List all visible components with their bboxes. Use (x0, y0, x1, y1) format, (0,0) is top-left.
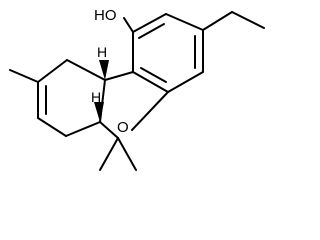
bond-methyl-gem-2 (117, 137, 137, 171)
bond-cyc-1 (66, 59, 106, 81)
molecule-drawing: HO O H H (9, 7, 265, 171)
bond-ar-1-inner (138, 23, 165, 39)
bond-methyl-gem-1 (99, 137, 119, 171)
stereo-h-bottom-label: H (91, 89, 101, 105)
hydroxyl-label: HO (94, 7, 117, 24)
bond-ar-5 (132, 71, 169, 93)
bond-ethyl-2 (231, 11, 265, 29)
stereo-h-top-label: H (97, 44, 107, 60)
bond-ar-5-inner (140, 67, 167, 83)
bond-cyc-4 (37, 117, 67, 137)
stereo-wedge-top (99, 60, 109, 80)
bond-ethyl-1 (202, 11, 233, 31)
bond-hydroxyl (123, 17, 134, 33)
bond-ar-2 (165, 13, 204, 31)
structure-diagram: HO O H H (9, 7, 265, 171)
bond-pyran-3 (99, 121, 119, 139)
bond-pyran-1 (104, 71, 134, 81)
bond-methyl-ring (9, 69, 39, 83)
stereo-wedge-bottom (94, 102, 104, 122)
bond-ar-1 (132, 13, 167, 33)
bond-pyran-4 (131, 91, 169, 131)
bond-cyc-2 (37, 59, 68, 83)
ring-oxygen-label: O (117, 119, 129, 136)
bond-ar-4 (167, 71, 204, 93)
bond-cyc-5 (65, 121, 101, 137)
